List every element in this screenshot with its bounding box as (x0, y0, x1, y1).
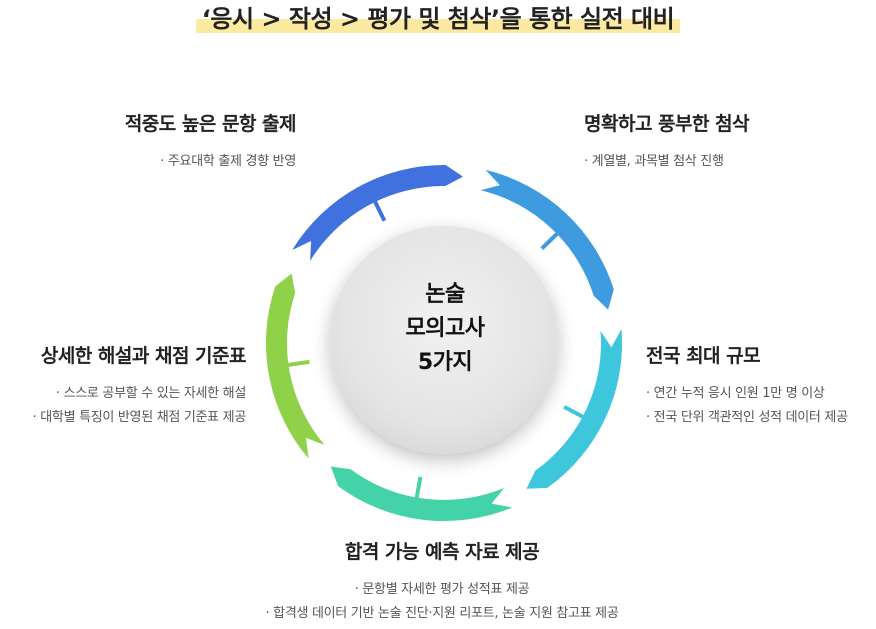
title-wrap: ‘응시 > 작성 > 평가 및 첨삭’을 통한 실전 대비 (0, 0, 876, 34)
ring-group (265, 164, 623, 522)
feature-bullet: 전국 단위 객관적인 성적 데이터 제공 (646, 406, 848, 430)
feature-heading-2: 전국 최대 규모 (646, 345, 761, 367)
ring-segment-5 (265, 273, 325, 459)
feature-block-1: 명확하고 풍부한 첨삭 계열별, 과목별 첨삭 진행 (584, 112, 750, 174)
feature-bullet: 주요대학 출제 경향 반영 (60, 150, 296, 174)
page-title: ‘응시 > 작성 > 평가 및 첨삭’을 통한 실전 대비 (195, 4, 681, 34)
feature-bullet: 문항별 자세한 평가 성적표 제공 (180, 578, 704, 602)
page-title-text: ‘응시 > 작성 > 평가 및 첨삭’을 통한 실전 대비 (201, 5, 675, 33)
ring-segment-1 (292, 164, 463, 261)
feature-bullets-1: 계열별, 과목별 첨삭 진행 (584, 150, 749, 174)
feature-bullet: 대학별 특징이 반영된 채점 기준표 제공 (0, 406, 246, 430)
ring-segment-4 (330, 466, 513, 522)
center-label-line2: 모의고사 (405, 316, 485, 341)
feature-bullets-2: 연간 누적 응시 인원 1만 명 이상 전국 단위 객관적인 성적 데이터 제공 (646, 382, 848, 430)
feature-heading-1: 명확하고 풍부한 첨삭 (584, 113, 750, 135)
feature-bullet: 스스로 공부할 수 있는 자세한 해설 (0, 382, 247, 406)
feature-heading-3: 합격 가능 예측 자료 제공 (344, 541, 540, 563)
center-label: 논술 모의고사 5가지 (330, 278, 560, 380)
feature-block-4: 상세한 해설과 채점 기준표 스스로 공부할 수 있는 자세한 해설 대학별 특… (0, 344, 246, 430)
ring-segment-3 (526, 329, 623, 489)
feature-block-3: 합격 가능 예측 자료 제공 문항별 자세한 평가 성적표 제공 합격생 데이터… (180, 540, 704, 626)
feature-bullet: 계열별, 과목별 첨삭 진행 (584, 150, 749, 174)
center-label-line1: 논술 (425, 282, 465, 307)
feature-heading-4: 상세한 해설과 채점 기준표 (40, 345, 247, 367)
feature-heading-5: 적중도 높은 문항 출제 (124, 113, 297, 135)
feature-bullets-3: 문항별 자세한 평가 성적표 제공 합격생 데이터 기반 논술 진단·지원 리포… (180, 578, 704, 626)
feature-bullet: 합격생 데이터 기반 논술 진단·지원 리포트, 논술 지원 참고표 제공 (180, 602, 704, 626)
feature-bullet: 연간 누적 응시 인원 1만 명 이상 (646, 382, 848, 406)
feature-block-5: 적중도 높은 문항 출제 주요대학 출제 경향 반영 (60, 112, 297, 174)
center-disc (330, 226, 558, 454)
feature-bullets-4: 스스로 공부할 수 있는 자세한 해설 대학별 특징이 반영된 채점 기준표 제… (0, 382, 246, 430)
feature-block-2: 전국 최대 규모 연간 누적 응시 인원 1만 명 이상 전국 단위 객관적인 … (646, 344, 848, 430)
feature-bullets-5: 주요대학 출제 경향 반영 (60, 150, 296, 174)
ring-segment-2 (480, 169, 614, 310)
center-label-line3: 5가지 (417, 350, 473, 375)
